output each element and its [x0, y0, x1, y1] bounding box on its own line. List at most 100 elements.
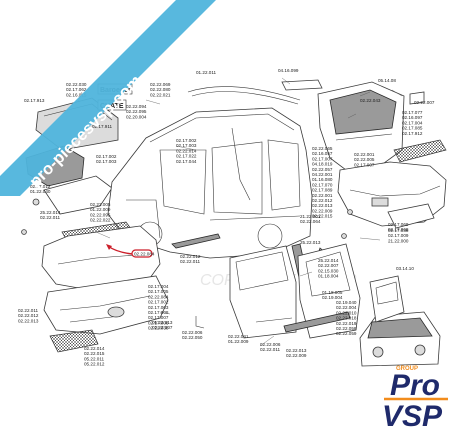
part-number-label: 02.22.004	[336, 305, 357, 310]
part-number-label: 02.17.044	[176, 159, 197, 164]
part-number-label: 02.22.094	[126, 104, 147, 109]
side-skirt	[171, 233, 221, 249]
part-number-label: 02.22.006	[260, 342, 281, 347]
part-number-label: 25.22.014	[40, 210, 61, 215]
part-number-label: 25.22.014	[318, 258, 339, 263]
part-number-label: 05.22.011	[84, 356, 105, 361]
part-number-label: 02.17.004	[402, 120, 423, 125]
fog-lamp-left	[107, 306, 125, 318]
part-number-label: 02.20.004	[126, 114, 147, 119]
provsp-logo: GROUP Pro VSP	[382, 366, 448, 433]
part-number-label: 05.14.08	[378, 78, 396, 83]
part-number-label: 02.17.022	[176, 154, 197, 159]
part-number-label: 02.22.009	[312, 208, 333, 213]
roof-rail	[187, 86, 301, 105]
part-number-label: 02.17.007	[354, 162, 375, 167]
part-number-label: 02.16.057	[312, 151, 333, 156]
rear-hatch	[317, 81, 405, 171]
part-number-label: 02.22.012	[312, 198, 333, 203]
part-number-label: 01.22.009	[228, 339, 249, 344]
part-number-label: 01.18.005	[322, 290, 343, 295]
part-number-label: 02.22.015	[84, 351, 105, 356]
part-number-label: 04.22.001	[312, 172, 333, 177]
front-door	[229, 245, 297, 339]
part-number-label: 02.22.022	[90, 218, 111, 223]
part-number-label: 02.22.069	[150, 82, 171, 87]
part-number-label: 02.17.089	[312, 188, 333, 193]
sunroof-part	[43, 175, 113, 215]
rear-door	[283, 243, 361, 339]
part-number-label: 02.19.040	[336, 300, 357, 305]
part-number-label: 02.16.097	[402, 115, 423, 120]
logo-tagline: GROUP	[396, 366, 418, 372]
hinge-part	[195, 316, 205, 329]
part-number-label: 02.19.004	[322, 295, 343, 300]
part-number-label: 02.22.080	[150, 87, 171, 92]
highlight-callout: 02.22.084	[106, 244, 155, 258]
part-number-label: 03.14.10	[396, 266, 414, 271]
part-number-label: 02.22.018	[336, 316, 357, 321]
front-bumper	[41, 225, 161, 291]
part-number-label: 02.22.019	[336, 321, 357, 326]
part-number-label: 02.17.002	[148, 300, 169, 305]
part-number-label: 02.17.003	[176, 143, 197, 148]
part-number-label: 02.22.012	[180, 254, 201, 259]
part-number-labels: 02.17.91302.22.03002.17.06202.16.01502.2…	[18, 68, 435, 367]
part-number-label: 02.22.007	[318, 263, 339, 268]
clip-part-4	[341, 233, 347, 239]
part-number-label: 02.17.005	[148, 289, 169, 294]
part-number-label: 05.22.012	[84, 362, 105, 367]
part-number-label: 02.17.009	[388, 233, 409, 238]
part-number-label: 01.18.004	[318, 274, 339, 279]
part-number-label: 02.17.003	[96, 159, 117, 164]
part-number-label: 02.22.011	[180, 259, 201, 264]
part-number-label: 02.22.011	[18, 308, 39, 313]
part-number-label: 02.22.013	[18, 318, 39, 323]
clip-part-3	[347, 209, 353, 215]
part-number-label: 02.22.012	[18, 313, 39, 318]
part-number-label: 02.22.013	[286, 348, 307, 353]
part-number-label: 02.22.041	[228, 334, 249, 339]
part-number-label: 02.22.059	[336, 331, 357, 336]
part-number-label: 02.22.001	[354, 152, 375, 157]
part-number-label: 21.22.001	[300, 214, 321, 219]
rear-vent-grille	[393, 139, 447, 163]
part-number-label: 02.17.003	[148, 305, 169, 310]
part-number-label: 02.17.912	[402, 131, 423, 136]
part-number-label: 02.22.006	[182, 330, 203, 335]
part-number-label: 02.15.030	[318, 268, 339, 273]
part-number-label: 02.17.913	[24, 98, 45, 103]
part-number-label: 02.22.065	[312, 146, 333, 151]
part-number-label: 02.22.013	[312, 203, 333, 208]
part-number-label: 02.17.012	[30, 184, 51, 189]
part-number-label: 02.17.038	[388, 228, 409, 233]
highlight-callout-label: 02.22.084	[134, 252, 155, 257]
part-number-label: 02.22.007	[414, 100, 435, 105]
part-number-label: 02.22.057	[312, 167, 333, 172]
part-number-label: 25.22.013	[300, 240, 321, 245]
part-number-label: 02.22.005	[354, 157, 375, 162]
part-number-label: 02.22.014	[84, 346, 105, 351]
rear-bumper-lower	[387, 203, 435, 229]
part-number-label: 02.22.001	[312, 193, 333, 198]
hatch-small-part	[409, 91, 425, 105]
part-number-label: 02.22.095	[90, 212, 111, 217]
part-number-label: 02.22.084	[148, 294, 169, 299]
part-number-label: 02.17.008	[148, 310, 169, 315]
part-number-label: 02.22.021	[150, 92, 171, 97]
front-lower-grille	[49, 329, 99, 353]
part-number-label: 02.17.069	[388, 222, 409, 227]
part-number-label: 02.22.058	[336, 326, 357, 331]
part-number-label: 01.22.040	[30, 189, 51, 194]
part-number-label: 04.18.019	[312, 162, 333, 167]
part-number-label: 02.17.007	[148, 315, 169, 320]
part-number-label: 01.22.009	[90, 207, 111, 212]
part-number-label: 02.22.015	[312, 214, 333, 219]
part-number-label: 04.16.099	[278, 68, 299, 73]
front-spoiler	[43, 275, 169, 335]
part-number-label: 02.22.064	[300, 219, 321, 224]
part-number-label: 02.17.006	[148, 320, 169, 325]
open-door-panel	[369, 275, 405, 323]
red-arrowhead-icon	[106, 244, 112, 250]
